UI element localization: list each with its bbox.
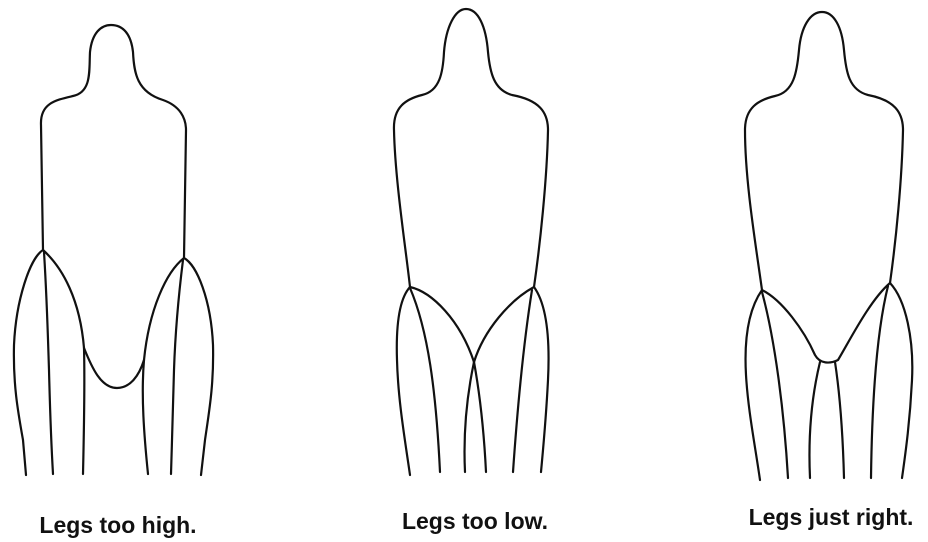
center-leg-right — [835, 362, 844, 478]
left-leg-midline — [762, 292, 788, 478]
right-leg-outer — [890, 283, 912, 478]
right-leg-outer — [534, 287, 549, 472]
torso-outline — [745, 12, 903, 290]
crotch-curve — [762, 283, 890, 363]
right-leg-midline — [513, 290, 532, 472]
center-leg-left — [464, 362, 474, 472]
right-leg-midline — [171, 260, 183, 474]
right-leg-inner — [474, 287, 534, 362]
crotch-curve — [84, 348, 144, 388]
torso-outline — [394, 9, 548, 287]
caption-legs-too-low: Legs too low. — [402, 508, 548, 535]
figure-legs-just-right — [745, 12, 912, 480]
left-leg-inner — [410, 287, 474, 362]
torso-outline — [41, 25, 186, 258]
right-leg-inner — [143, 258, 184, 474]
left-leg-midline — [410, 288, 440, 472]
right-leg-outer — [184, 258, 213, 475]
left-leg-outer — [397, 287, 410, 475]
center-leg-left — [809, 362, 820, 478]
right-leg-midline — [871, 286, 888, 478]
caption-legs-just-right: Legs just right. — [749, 504, 914, 531]
left-leg-outer — [14, 250, 43, 475]
center-leg-right — [474, 362, 486, 472]
caption-legs-too-high: Legs too high. — [39, 512, 196, 539]
figure-legs-too-low — [394, 9, 549, 475]
figure-legs-too-high — [14, 25, 213, 475]
left-leg-midline — [44, 252, 53, 474]
left-leg-outer — [746, 290, 762, 480]
